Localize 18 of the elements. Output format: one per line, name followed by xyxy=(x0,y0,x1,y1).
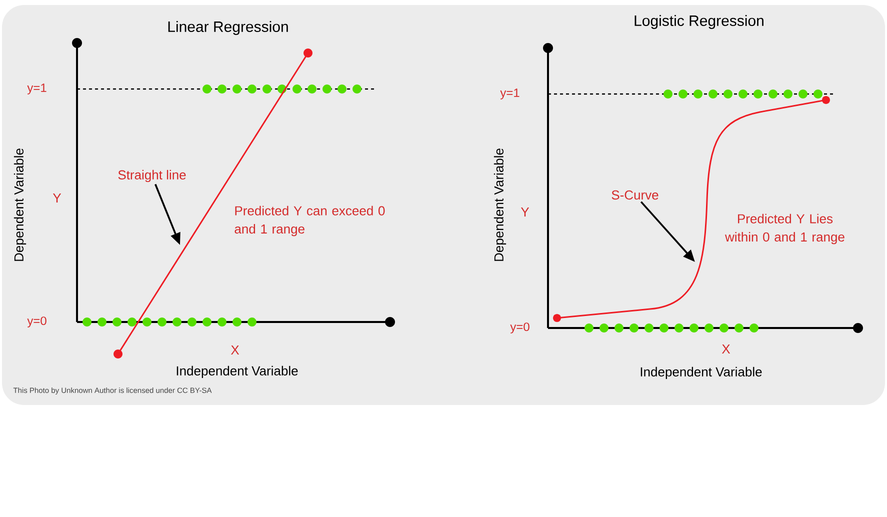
annotation-text: Predicted Y Lies within 0 and 1 range xyxy=(725,214,844,244)
axis-letter: X xyxy=(230,346,240,354)
axis-title: Independent Variable xyxy=(176,366,298,378)
axis-title: Dependent Variable xyxy=(14,148,26,261)
axis-title: Dependent Variable xyxy=(494,148,506,261)
tick-label: y=1 xyxy=(500,88,520,100)
axis-letter: Y xyxy=(520,208,530,216)
panel-title: Logistic Regression xyxy=(634,15,764,29)
axis-title: Independent Variable xyxy=(640,366,762,380)
panel-title: Linear Regression xyxy=(168,21,288,35)
tick-label: y=0 xyxy=(27,316,46,328)
axis-letter: X xyxy=(722,344,730,354)
annotation-text: Predicted Y can exceed 0 and 1 range xyxy=(234,206,385,236)
tick-label: y=0 xyxy=(510,322,530,334)
axis-letter: Y xyxy=(52,194,62,202)
tick-label: y=1 xyxy=(27,84,46,94)
pointer-label: S-Curve xyxy=(612,190,658,200)
pointer-label: Straight line xyxy=(118,170,186,182)
